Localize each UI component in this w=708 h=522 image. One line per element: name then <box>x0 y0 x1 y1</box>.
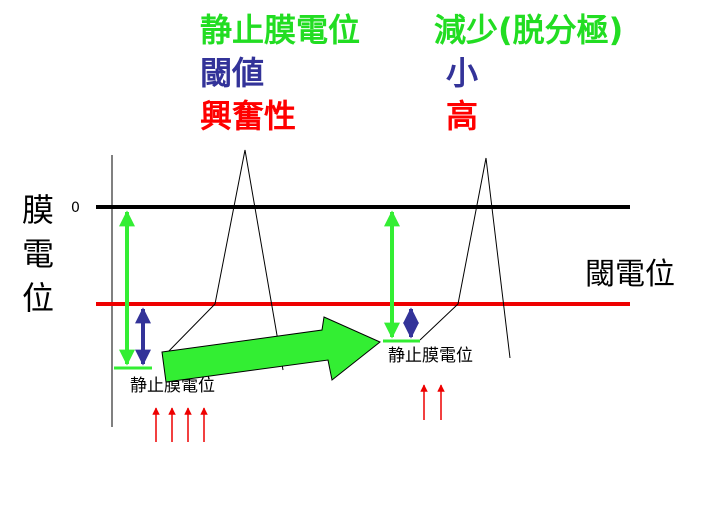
zero-label: 0 <box>71 200 80 216</box>
resting-potential-label-right: 静止膜電位 <box>388 346 473 366</box>
y-axis-label-char-2: 電 <box>22 235 55 273</box>
action-potential-trace-left <box>164 149 284 371</box>
header-excitability-change: 高 <box>446 97 479 135</box>
header-threshold: 閾値 <box>200 54 265 92</box>
depolarization-shift-arrow <box>161 316 381 383</box>
y-axis-label-char-1: 膜 <box>22 191 55 229</box>
threshold-potential-label: 閾電位 <box>585 257 675 292</box>
header-excitability: 興奮性 <box>200 97 297 135</box>
header-decrease-depolarization: 減少(脱分極) <box>434 11 624 49</box>
y-axis-label-char-3: 位 <box>22 279 55 317</box>
resting-potential-label-left: 静止膜電位 <box>130 376 215 396</box>
header-threshold-change: 小 <box>446 54 479 92</box>
action-potential-trace-right <box>419 157 511 359</box>
header-resting-potential: 静止膜電位 <box>200 11 361 49</box>
